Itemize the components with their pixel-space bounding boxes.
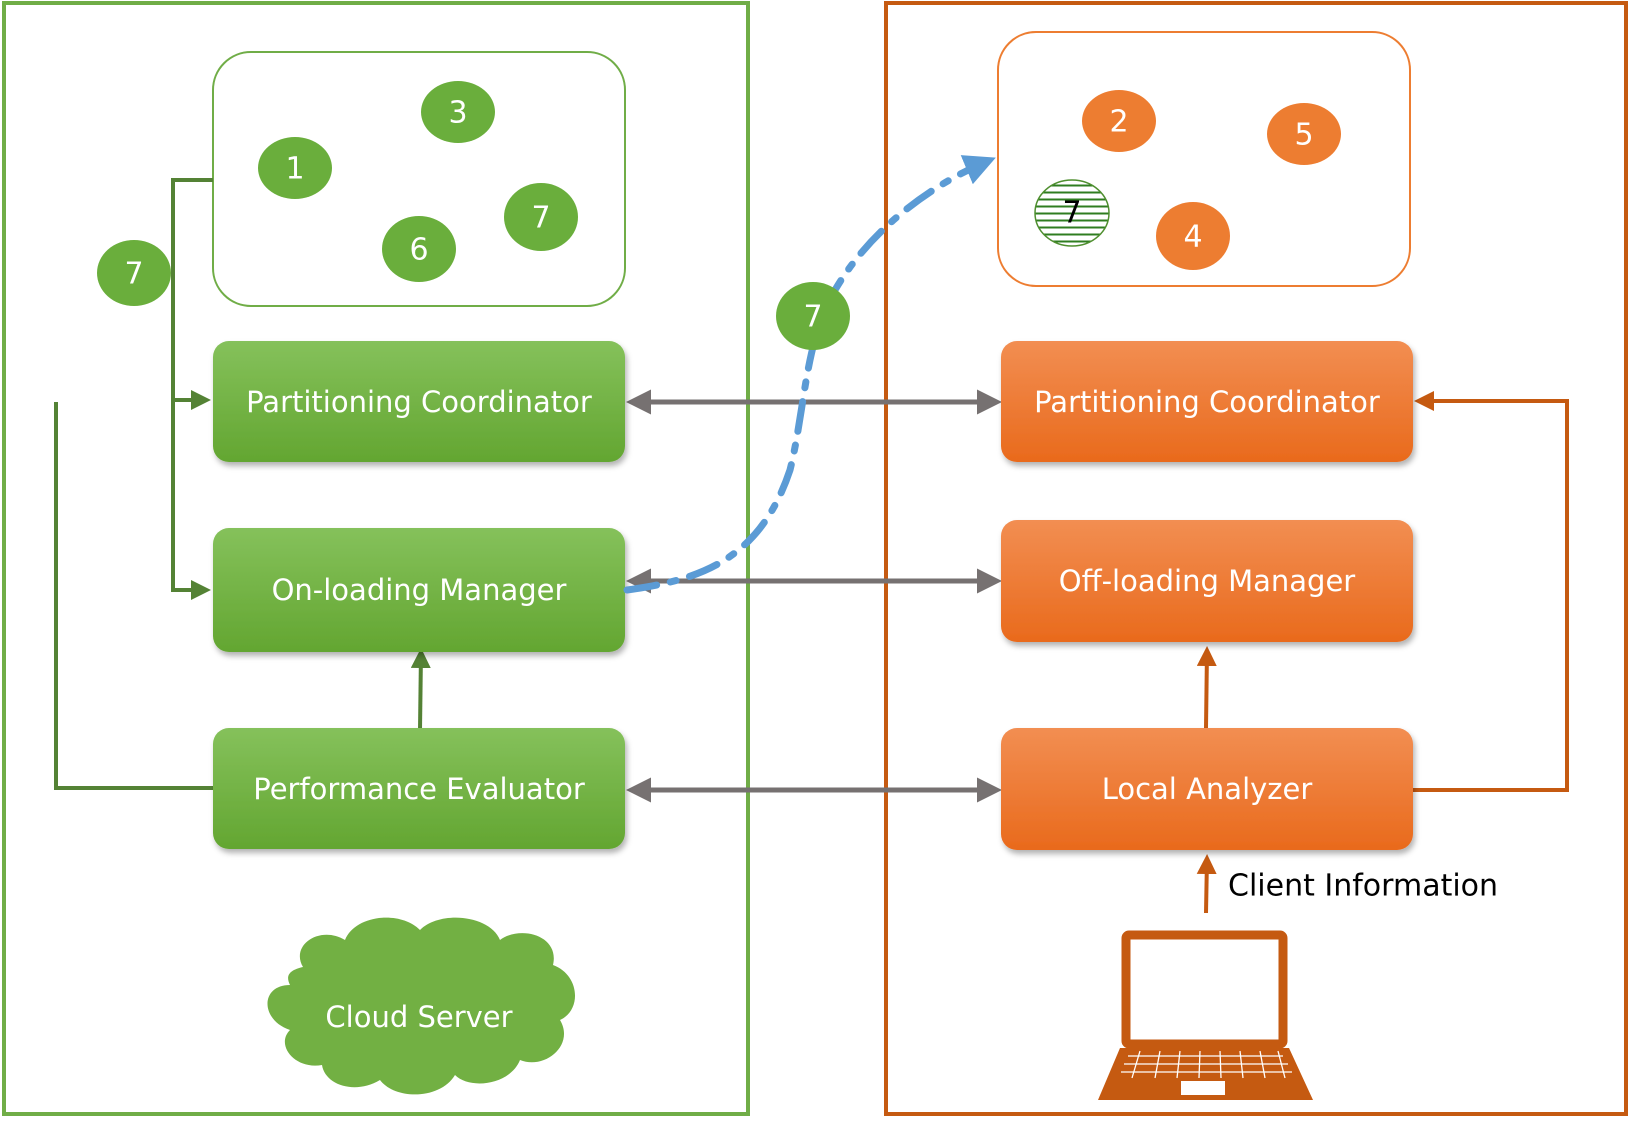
cloud-pool-item: 7 [504, 183, 578, 251]
svg-text:1: 1 [285, 152, 304, 187]
client-pool-item: 2 [1082, 90, 1156, 152]
component-migration-path [623, 155, 996, 594]
svg-text:On-loading Manager: On-loading Manager [272, 573, 567, 607]
svg-text:Partitioning Coordinator: Partitioning Coordinator [246, 385, 592, 419]
svg-text:7: 7 [124, 257, 143, 292]
svg-text:7: 7 [803, 300, 822, 335]
svg-text:7: 7 [1062, 196, 1081, 231]
svg-text:2: 2 [1109, 105, 1128, 140]
svg-text:Partitioning Coordinator: Partitioning Coordinator [1034, 385, 1380, 419]
svg-text:6: 6 [409, 233, 428, 268]
analyzer-to-coordinator-connector [1413, 391, 1569, 792]
cloud-pool-item: 1 [258, 137, 332, 199]
local-analyzer-box: Local Analyzer [1001, 728, 1413, 850]
analyzer-to-offloading-arrow [1196, 646, 1217, 729]
transfer-badge: 7 [97, 240, 171, 306]
client-information-label: Client Information [1228, 869, 1498, 904]
onloading-manager-box: On-loading Manager [213, 528, 625, 652]
pool-to-onloading-connector [171, 178, 213, 600]
performance-evaluator-box: Performance Evaluator [213, 728, 625, 849]
offloading-manager-box: Off-loading Manager [1001, 520, 1413, 642]
svg-text:3: 3 [448, 96, 467, 131]
migration-badge: 7 [776, 282, 850, 350]
evaluator-to-onloading-arrow [410, 648, 431, 731]
cloud-server-icon [267, 917, 576, 1095]
svg-text:7: 7 [531, 201, 550, 236]
client-pool-item: 4 [1156, 202, 1230, 270]
evaluator-feedback-line [54, 402, 213, 790]
cloud-partitioning-coordinator-box: Partitioning Coordinator [213, 341, 625, 462]
svg-text:Local Analyzer: Local Analyzer [1102, 772, 1313, 806]
cloud-pool-item: 6 [382, 216, 456, 282]
cloud-side-frame [2, 1, 750, 1116]
svg-text:Performance Evaluator: Performance Evaluator [253, 772, 585, 806]
client-info-arrow [1196, 854, 1217, 914]
client-partitioning-coordinator-box: Partitioning Coordinator [1001, 341, 1413, 462]
cloud-pool-item: 3 [421, 81, 495, 143]
svg-text:5: 5 [1294, 118, 1313, 153]
client-pool-item: 5 [1267, 103, 1341, 165]
svg-text:Off-loading Manager: Off-loading Manager [1059, 564, 1356, 598]
client-side-frame [884, 1, 1628, 1116]
svg-text:4: 4 [1183, 220, 1202, 255]
laptop-icon [1098, 930, 1313, 1100]
received-component-item: 7 [1034, 179, 1110, 247]
cloud-server-label: Cloud Server [325, 1000, 512, 1034]
